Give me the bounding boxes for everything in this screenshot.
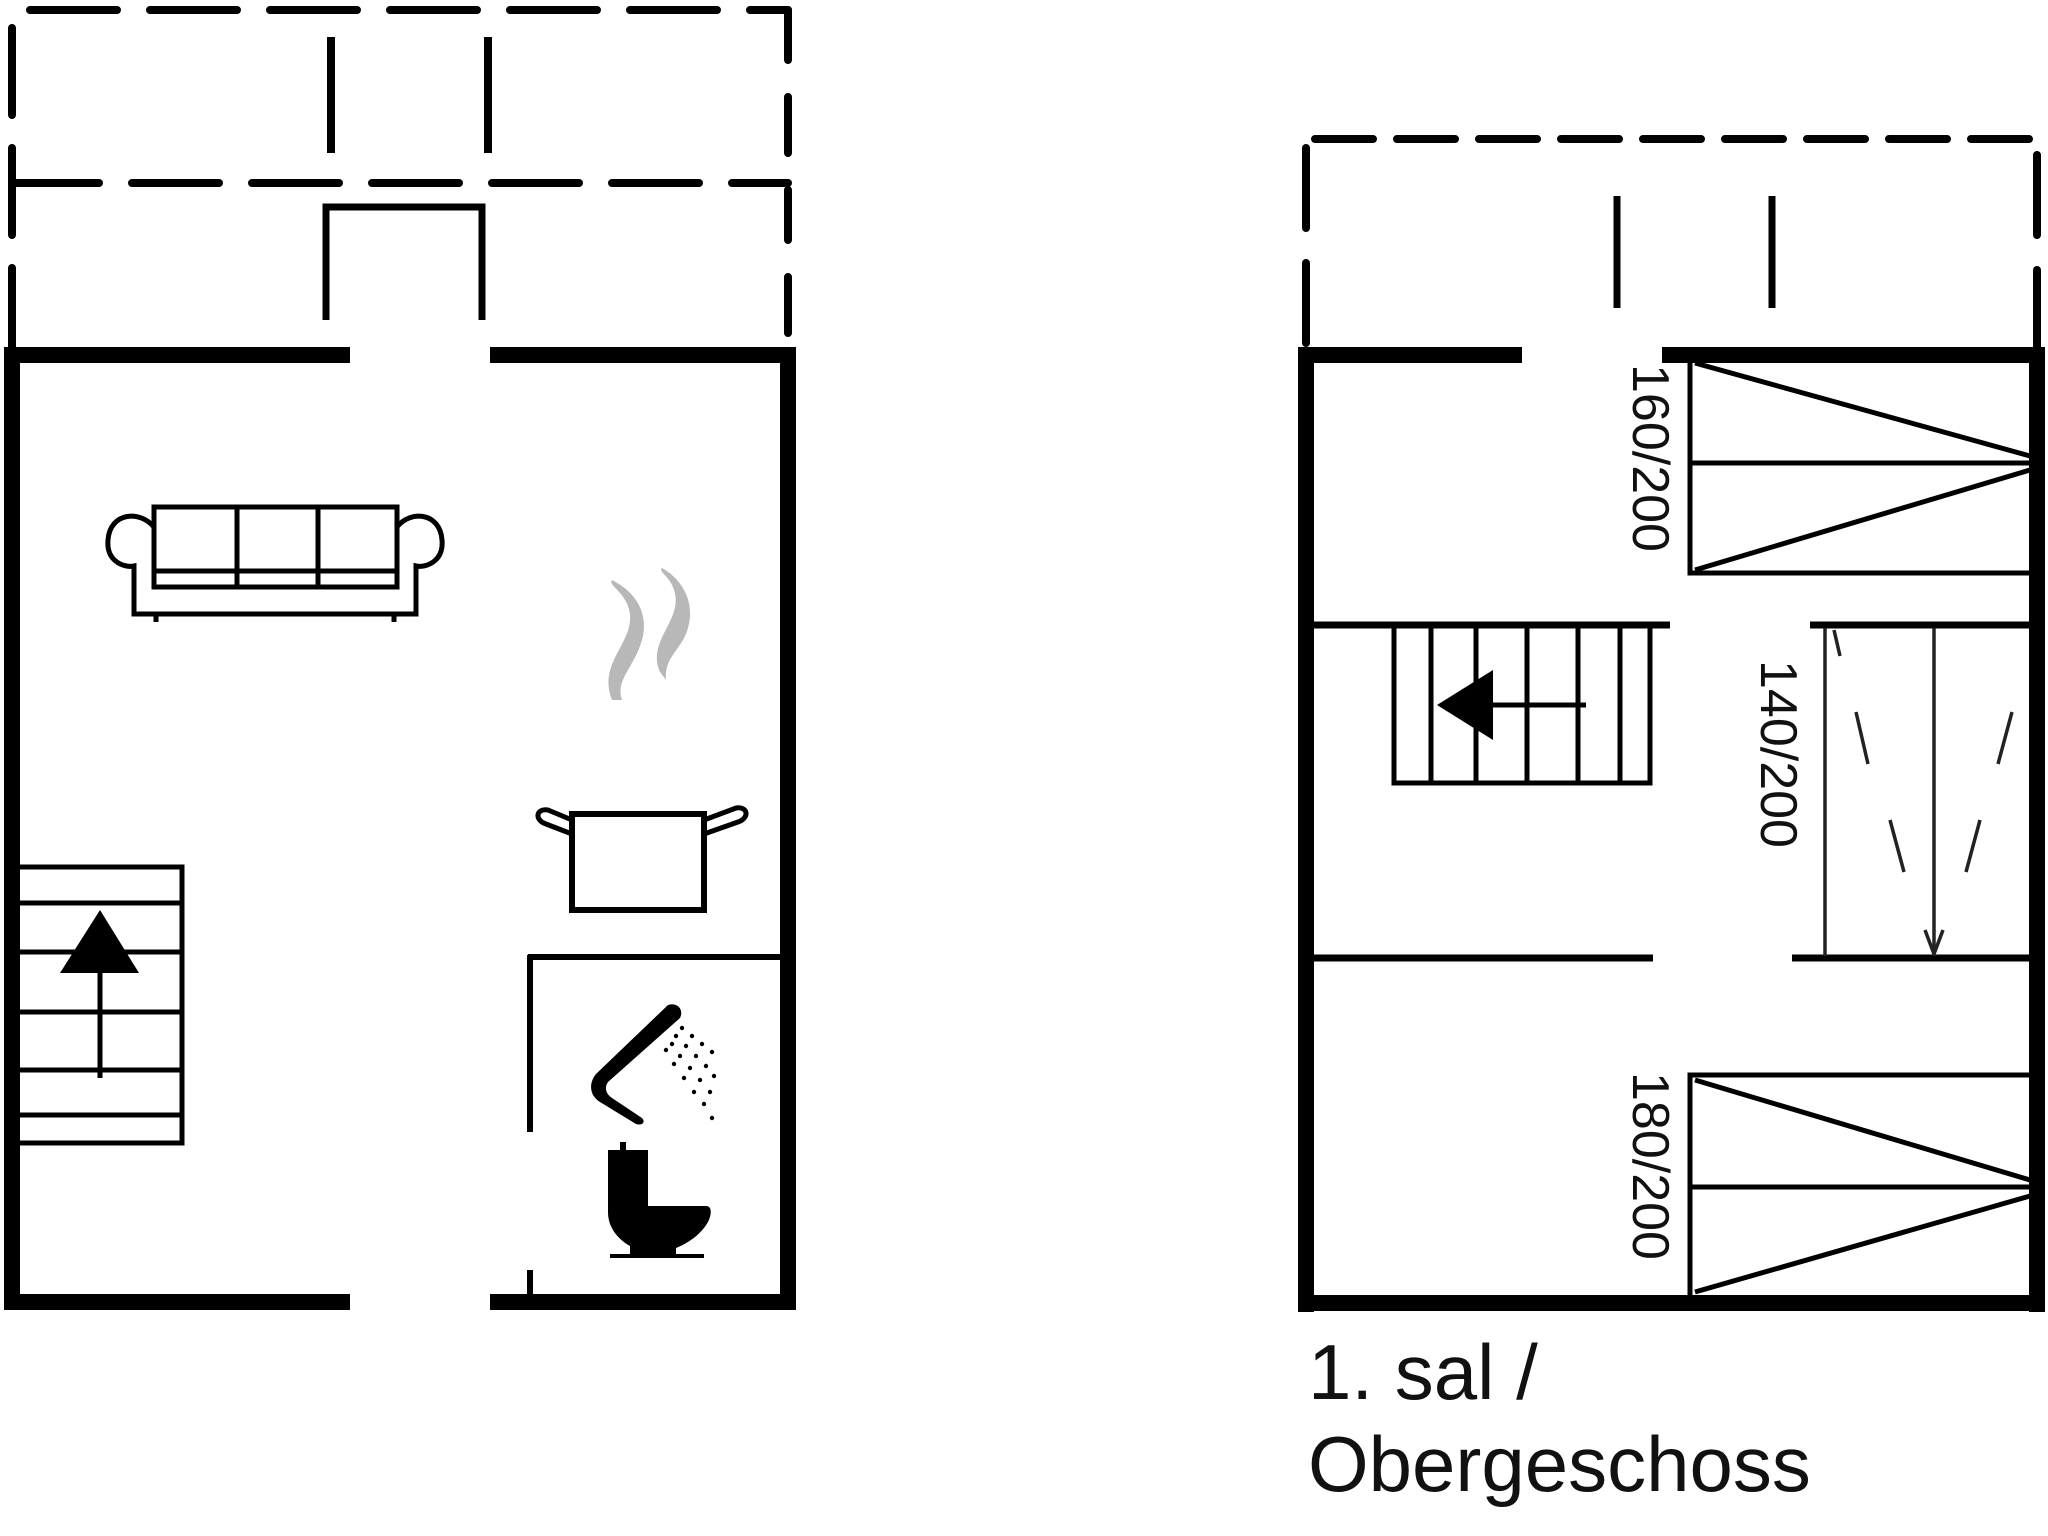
- sofa-icon: [105, 504, 445, 622]
- bed-180-200: [1687, 1072, 2031, 1296]
- bed-size-label-160: 160/200: [1621, 364, 1679, 552]
- toilet-icon: [608, 1142, 711, 1258]
- ground-floor-walls: [4, 347, 796, 1310]
- ground-floor-dashed-annex: [8, 6, 792, 354]
- upper-floor-walls: [1298, 347, 2045, 1312]
- floor-label-line1: 1. sal /: [1308, 1328, 1538, 1416]
- floor-label: 1. sal / Obergeschoss: [1308, 1326, 1811, 1510]
- bed-140-200: [1823, 628, 2014, 956]
- upper-floor-partitions: [1310, 621, 2030, 962]
- stairs-up-icon: [18, 864, 185, 1146]
- ground-floor-plan: [4, 6, 796, 1310]
- bed-size-label-180: 180/200: [1621, 1072, 1679, 1260]
- upper-floor-dashed-annex: [1302, 135, 2041, 354]
- floor-label-line2: Obergeschoss: [1308, 1420, 1811, 1508]
- bathroom-partition: [527, 954, 782, 1296]
- cooking-pot-icon: [535, 568, 749, 913]
- stairs-down-icon: [1391, 625, 1653, 786]
- bed-size-label-140: 140/200: [1749, 660, 1807, 848]
- bed-160-200: [1687, 360, 2031, 576]
- entry-porch: [322, 203, 486, 320]
- shower-icon: [591, 1004, 717, 1125]
- upper-floor-plan: [1298, 135, 2045, 1312]
